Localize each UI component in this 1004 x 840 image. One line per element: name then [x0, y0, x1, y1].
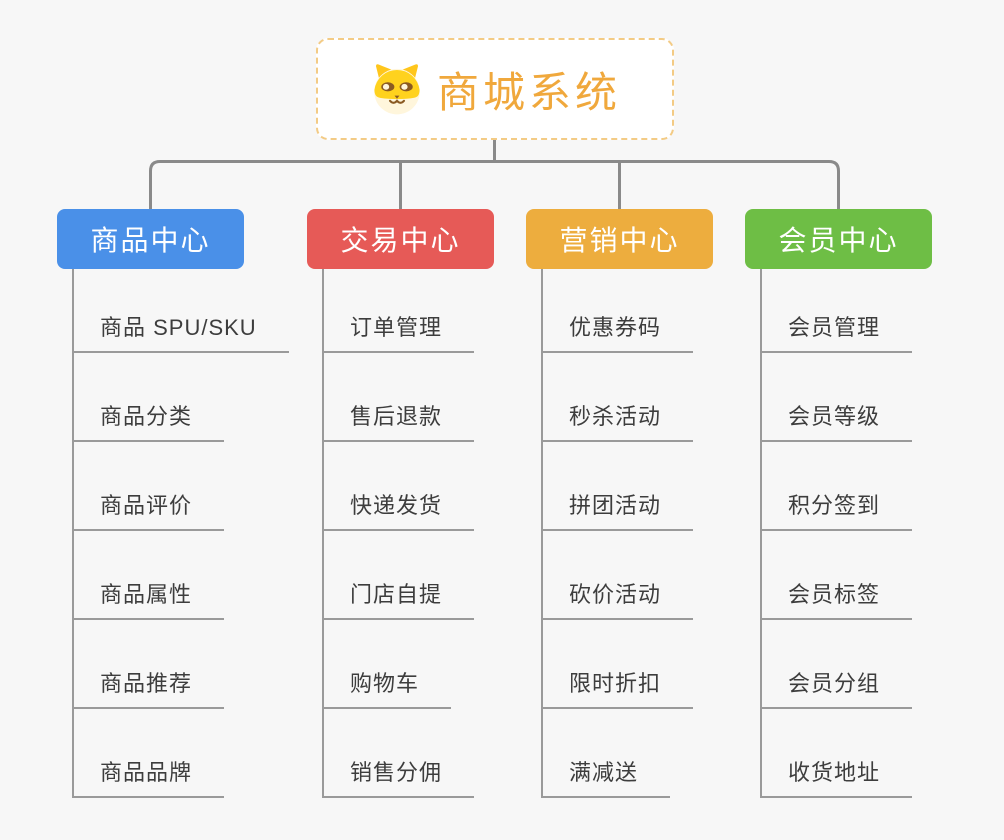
branch-node-member-center[interactable]: 会员中心: [745, 209, 932, 269]
root-node-mall-system[interactable]: 商城系统: [316, 38, 674, 140]
leaf-node[interactable]: 会员等级: [762, 353, 913, 442]
leaf-node[interactable]: 商品属性: [74, 531, 225, 620]
root-node-title: 商城系统: [436, 68, 621, 116]
leaf-node[interactable]: 会员管理: [762, 269, 913, 353]
leaf-node[interactable]: 积分签到: [762, 442, 913, 531]
leaf-node[interactable]: 快递发货: [324, 442, 475, 531]
branch-label: 交易中心: [340, 225, 461, 256]
leaf-node[interactable]: 商品品牌: [74, 709, 225, 798]
branch-node-product-center[interactable]: 商品中心: [57, 209, 244, 269]
branch-label: 商品中心: [90, 225, 211, 256]
branch-label: 会员中心: [778, 225, 899, 256]
leaf-node[interactable]: 限时折扣: [543, 620, 694, 709]
leaf-node[interactable]: 收货地址: [762, 709, 913, 798]
leaf-node[interactable]: 拼团活动: [543, 442, 694, 531]
leaf-column-marketing-center: 优惠券码 秒杀活动 拼团活动 砍价活动 限时折扣 满减送: [541, 269, 694, 798]
leaf-node[interactable]: 购物车: [324, 620, 452, 709]
branch-node-marketing-center[interactable]: 营销中心: [526, 209, 713, 269]
branch-label: 营销中心: [559, 225, 680, 256]
leaf-node[interactable]: 商品分类: [74, 353, 225, 442]
leaf-column-product-center: 商品 SPU/SKU 商品分类 商品评价 商品属性 商品推荐 商品品牌: [72, 269, 289, 798]
leaf-node[interactable]: 商品推荐: [74, 620, 225, 709]
leaf-node[interactable]: 会员分组: [762, 620, 913, 709]
leaf-node[interactable]: 销售分佣: [324, 709, 475, 798]
leaf-node[interactable]: 商品评价: [74, 442, 225, 531]
leaf-node[interactable]: 秒杀活动: [543, 353, 694, 442]
leaf-column-trade-center: 订单管理 售后退款 快递发货 门店自提 购物车 销售分佣: [322, 269, 475, 798]
leaf-node[interactable]: 订单管理: [324, 269, 475, 353]
branch-node-trade-center[interactable]: 交易中心: [307, 209, 494, 269]
leaf-node[interactable]: 会员标签: [762, 531, 913, 620]
leaf-node[interactable]: 商品 SPU/SKU: [74, 269, 289, 353]
leaf-node[interactable]: 门店自提: [324, 531, 475, 620]
leaf-node[interactable]: 优惠券码: [543, 269, 694, 353]
leaf-node[interactable]: 售后退款: [324, 353, 475, 442]
leaf-node[interactable]: 满减送: [543, 709, 671, 798]
leaf-node[interactable]: 砍价活动: [543, 531, 694, 620]
shiba-dog-icon: [374, 64, 420, 115]
leaf-column-member-center: 会员管理 会员等级 积分签到 会员标签 会员分组 收货地址: [760, 269, 913, 798]
